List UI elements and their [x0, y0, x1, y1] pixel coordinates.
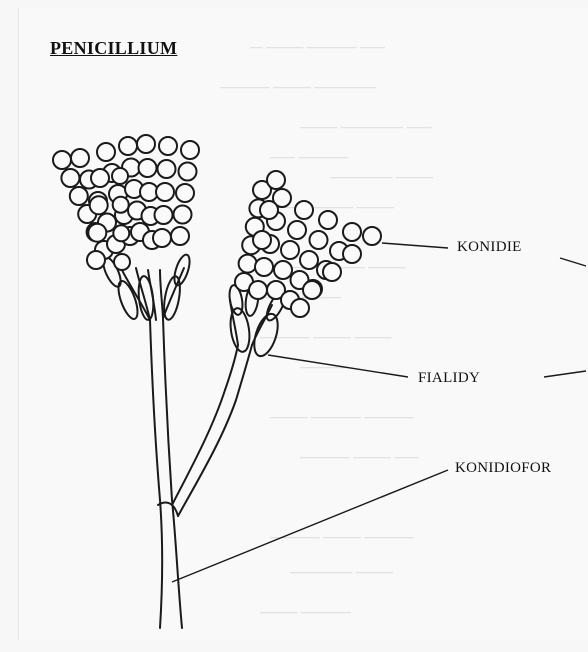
konidie-spore — [310, 231, 328, 249]
konidie-spore — [158, 160, 176, 178]
konidie-spore — [181, 141, 199, 159]
konidie-spore — [156, 183, 174, 201]
konidie-spore — [274, 261, 292, 279]
konidie-spore — [300, 251, 318, 269]
konidie-spore — [119, 137, 137, 155]
konidie-spore — [113, 197, 129, 213]
konidie-spore — [87, 251, 105, 269]
konidie-spore — [319, 211, 337, 229]
konidie-spore — [112, 168, 128, 184]
konidie-spore — [295, 201, 313, 219]
konidie-spore — [303, 281, 321, 299]
konidie-spore — [171, 227, 189, 245]
konidie-spore — [114, 254, 130, 270]
konidie-spore — [139, 159, 157, 177]
konidie-spore — [53, 151, 71, 169]
konidie-spore — [71, 149, 89, 167]
konidie-spore — [153, 229, 171, 247]
konidie-spore — [343, 245, 361, 263]
konidie-spore — [267, 171, 285, 189]
konidie-spore — [61, 169, 79, 187]
konidie-spore — [343, 223, 361, 241]
konidie-spore — [260, 201, 278, 219]
konidie-spore — [159, 137, 177, 155]
konidie-spore — [249, 281, 267, 299]
konidie-spore — [91, 169, 109, 187]
konidiofor-leader-line — [172, 470, 448, 582]
label-konidie: KONIDIE — [457, 239, 522, 256]
konidie-spore — [155, 206, 173, 224]
konidie-spore — [90, 196, 108, 214]
konidie-spore — [137, 135, 155, 153]
konidiofor-main-stalk — [150, 320, 162, 628]
konidie-spore — [239, 255, 257, 273]
konidie-spore — [288, 221, 306, 239]
konidie-spore — [255, 258, 273, 276]
konidie-leader-line-right — [560, 258, 586, 266]
label-konidiofor: KONIDIOFOR — [455, 460, 551, 477]
konidie-spore — [281, 241, 299, 259]
konidie-spore — [179, 163, 197, 181]
konidie-chains-right — [235, 171, 381, 317]
konidie-spore — [291, 299, 309, 317]
konidiofor-side-branch — [172, 345, 238, 505]
konidie-spore — [363, 227, 381, 245]
konidie-spore — [113, 225, 129, 241]
konidie-spore — [174, 206, 192, 224]
konidie-leader-line — [382, 243, 448, 248]
konidie-spore — [253, 231, 271, 249]
konidie-spore — [323, 263, 341, 281]
konidie-spore — [88, 224, 106, 242]
label-fialidy: FIALIDY — [418, 370, 480, 387]
konidie-chains-left — [53, 135, 199, 270]
fialidy-leader-line — [268, 355, 408, 377]
fialidy-leader-line-right — [544, 371, 586, 377]
konidie-spore — [97, 143, 115, 161]
konidie-spore — [176, 184, 194, 202]
konidie-spore — [70, 187, 88, 205]
